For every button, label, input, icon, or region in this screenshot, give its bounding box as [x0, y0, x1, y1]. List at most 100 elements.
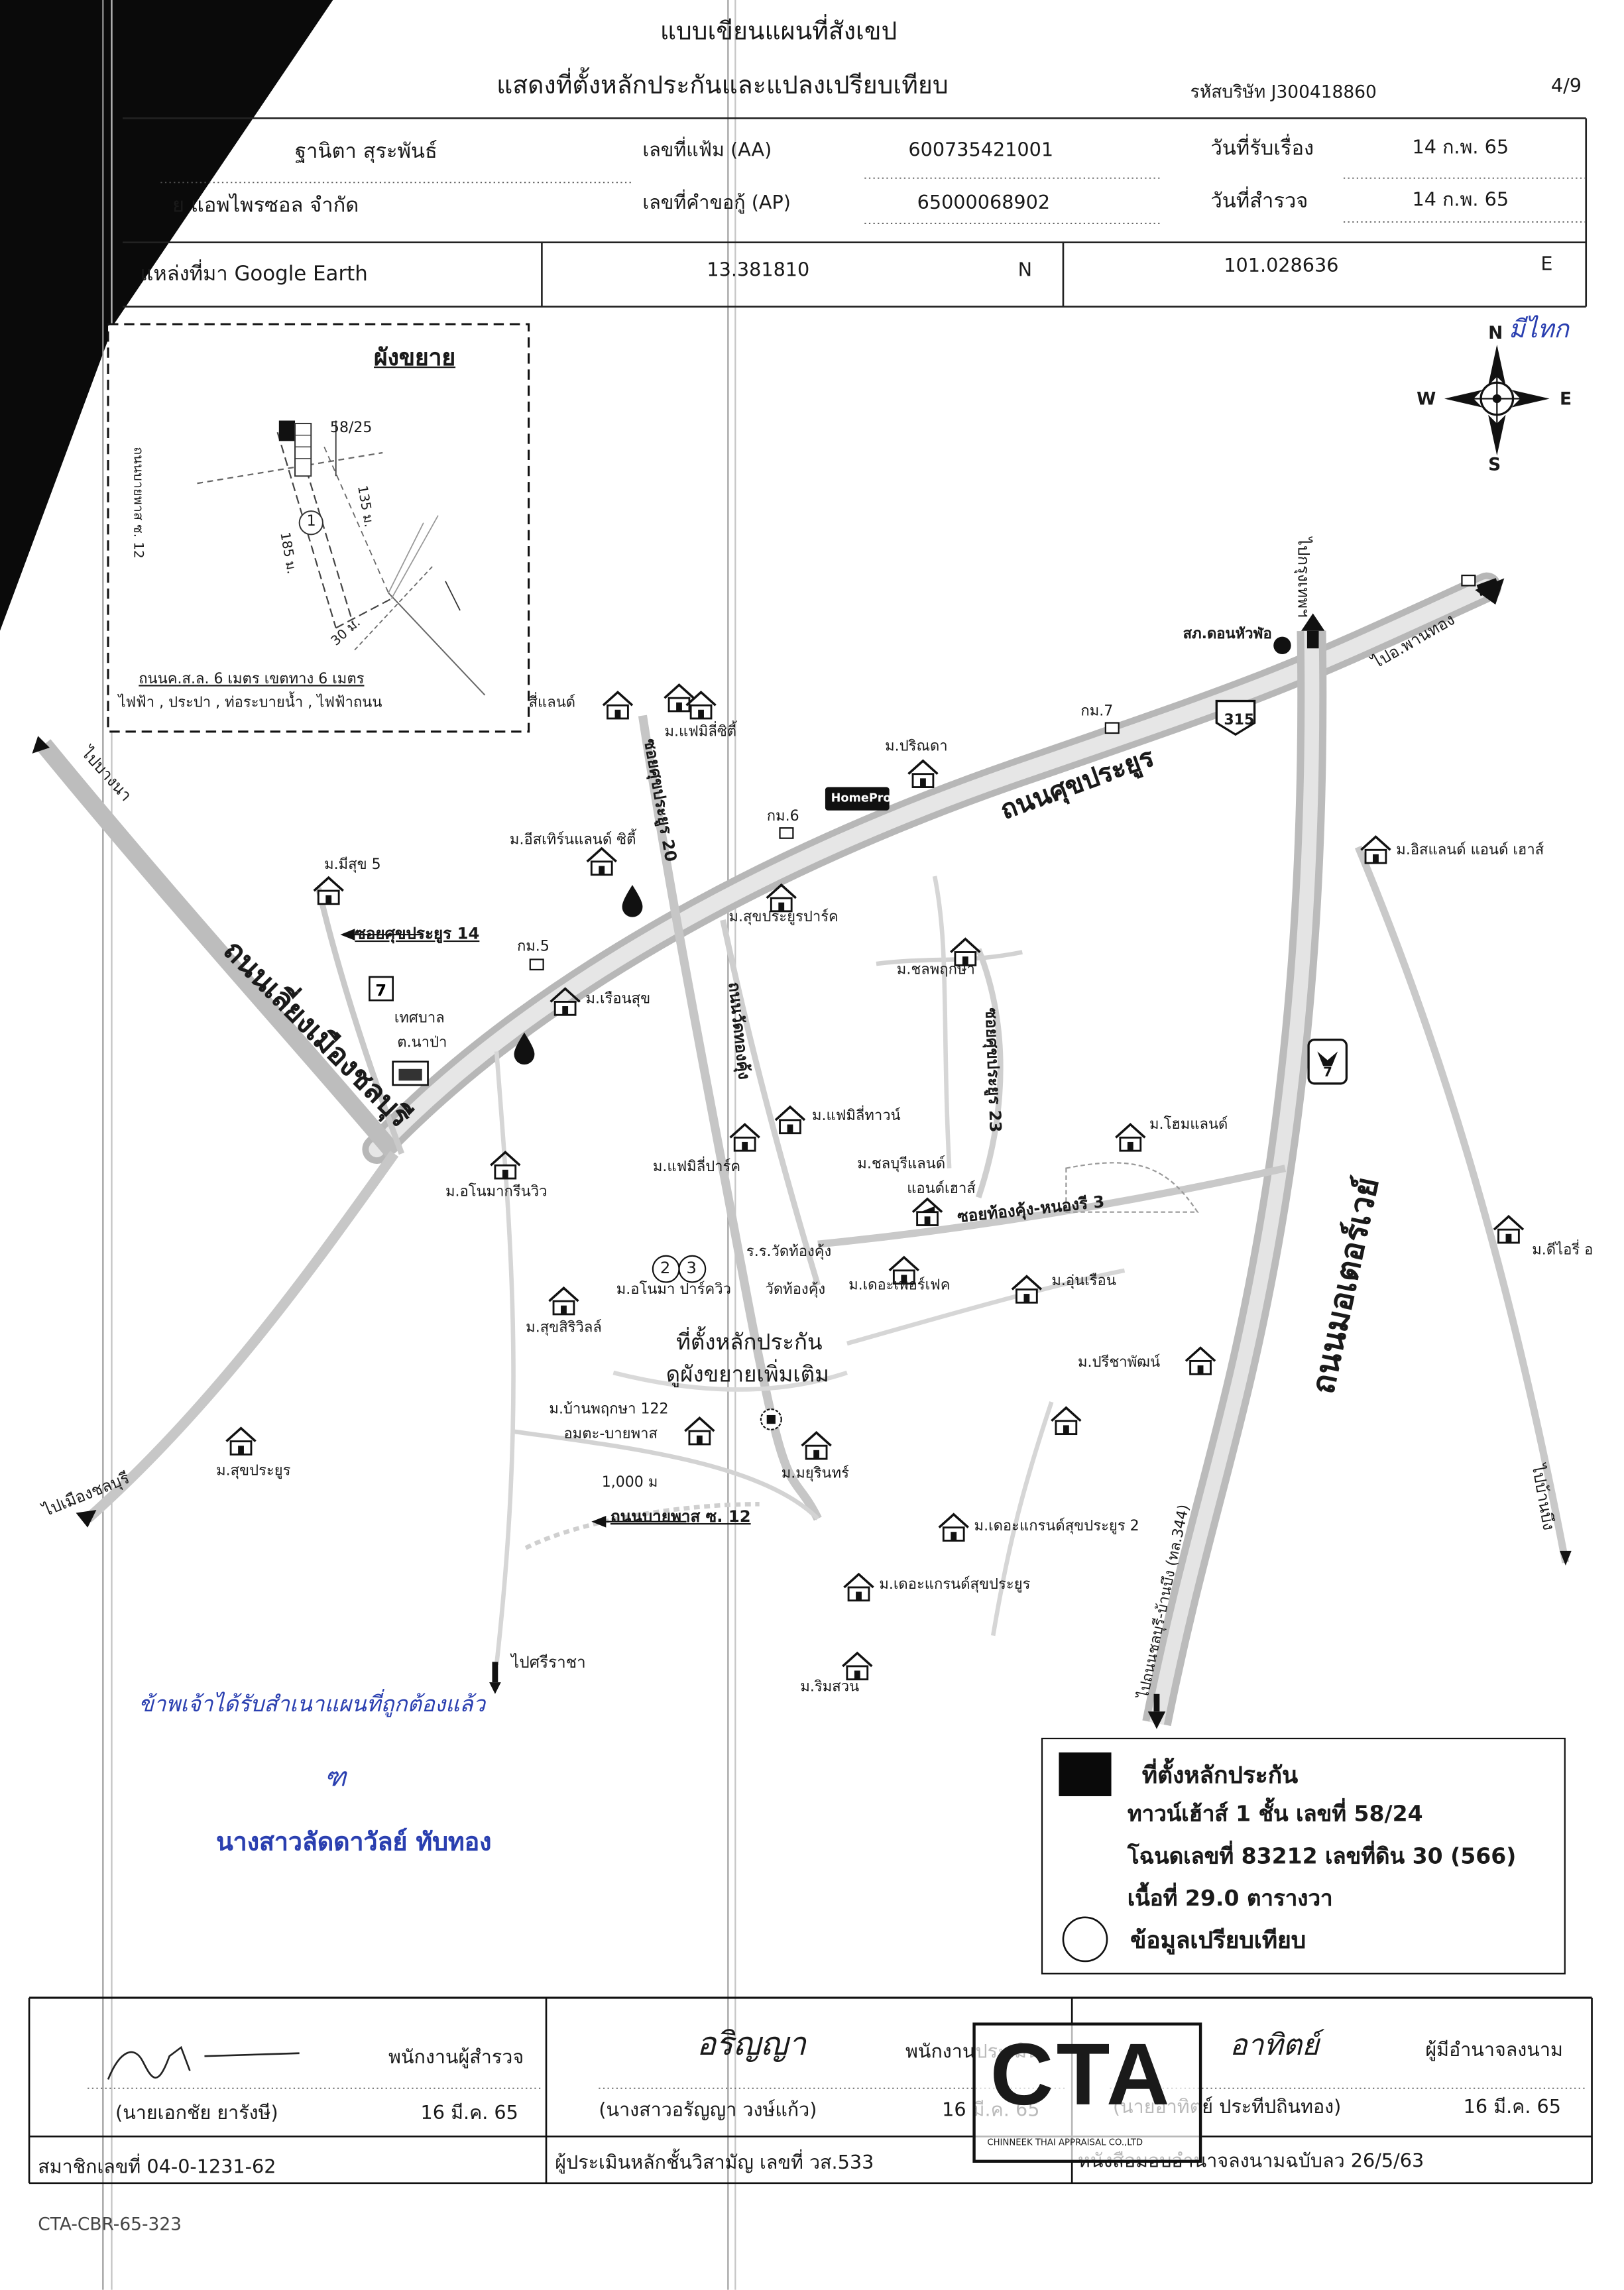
signature-appraiser: อริญญา [696, 2027, 806, 2064]
inset-title: ผังขยาย [374, 343, 456, 371]
scan-crease-left-2 [111, 0, 113, 2290]
label-road-bypass-12: ถนนบายพาส ซ. 12 [610, 1507, 751, 1526]
label-highway-7: 7 [1323, 1066, 1332, 1081]
appraiser-license: ผู้ประเมินหลักชั้นวิสามัญ เลขที่ วส.533 [555, 2152, 874, 2175]
survey-date: 14 ก.พ. 65 [1412, 190, 1509, 212]
label-chonburi-land: ม.ชลบุรีแลนด์ [857, 1156, 946, 1173]
comparison-legend-circle-icon [1062, 1916, 1108, 1963]
label-distance-1000: 1,000 ม [601, 1475, 658, 1491]
homepro-logo-icon [825, 787, 890, 811]
stamped-name: นางสาวลัดดาวัลย์ ทับทอง [216, 1828, 492, 1858]
surveyor-date: 16 มี.ค. 65 [420, 2102, 518, 2125]
svg-text:7: 7 [375, 982, 386, 1000]
appraiser-name: (นางสาวอรัญญา วงษ์แก้ว) [599, 2100, 817, 2122]
comparison-markers [652, 1255, 707, 1283]
latitude-value: 13.381810 [707, 260, 810, 282]
label-home-land: ม.โฮมแลนด์ [1149, 1117, 1228, 1133]
label-sukprayoon-park: ม.สุขประยูรปาร์ค [728, 909, 839, 926]
scan-crease-center [727, 0, 729, 2290]
label-parinda: ม.ปริณดา [885, 738, 948, 756]
legend-line-1: ทาวน์เฮ้าส์ 1 ชั้น เลขที่ 58/24 [1127, 1800, 1423, 1827]
label-temple: วัดท้องคุ้ง [765, 1282, 826, 1298]
stamp-letters: CTA [990, 2025, 1173, 2124]
label-school: ร.ร.วัดท้องคุ้ง [746, 1244, 832, 1261]
received-date: 14 ก.พ. 65 [1412, 137, 1509, 160]
surveyor-name: (นายเอกชัย ยารังษี) [115, 2102, 278, 2125]
document-code: CTA-CBR-65-323 [38, 2214, 182, 2234]
label-to-sriracha: ไปศรีราชา [511, 1653, 586, 1672]
company-stamp: CTA CHINNEEK THAI APPRAISAL CO.,LTD [972, 2022, 1202, 2163]
gas-station-icon-1 [622, 885, 643, 917]
label-sukprayoon-village: ม.สุขประยูร [216, 1463, 291, 1479]
label-d-rit: ม.ดีไอรี่ อ [1532, 1242, 1594, 1259]
label-family-park: ม.แฟมิลี่ปาร์ค [652, 1159, 741, 1176]
label-mayurin: ม.มยุรินทร์ [781, 1466, 849, 1483]
label-chonburi-land-2: แอนด์เฮาส์ [907, 1181, 976, 1198]
label-suksiri: ม.สุขสิริวิลล์ [526, 1320, 602, 1336]
authorized-date: 16 มี.ค. 65 [1463, 2096, 1562, 2119]
label-municipality-2: ต.นาป่า [397, 1035, 447, 1052]
received-label: วันที่รับเรื่อง [1210, 137, 1314, 161]
police-station-icon [1273, 636, 1291, 655]
footer-lines [28, 1996, 1593, 2185]
member-number: สมาชิกเลขที่ 04-0-1231-62 [38, 2157, 276, 2179]
source-label: แหล่งที่มา Google Earth [140, 262, 368, 286]
stamp-company-name: CHINNEEK THAI APPRAISAL CO.,LTD [987, 2138, 1143, 2148]
label-km5: กม.5 [516, 939, 550, 955]
label-ruensuk: ม.เรือนสุข [585, 991, 651, 1008]
label-police-station: สภ.ดอนหัวฬ่อ [1183, 626, 1272, 643]
km-marker-icon-6 [779, 827, 794, 839]
label-see-inset: ดูผังขยายเพิ่มเติม [666, 1361, 829, 1388]
compass-north: N [1488, 322, 1503, 343]
label-island-land: สี่แลนด์ [528, 695, 576, 711]
compass-east: E [1560, 388, 1572, 409]
document-title: แบบเขียนแผนที่สังเขป [660, 17, 898, 47]
legend-line-2: โฉนดเลขที่ 83212 เลขที่ดิน 30 (566) [1127, 1843, 1517, 1870]
inset-road-description: ถนนค.ส.ล. 6 เมตร เขตทาง 6 เมตร [139, 671, 365, 688]
authorized-role: ผู้มีอำนาจลงนาม [1425, 2039, 1563, 2062]
comparison-marker-3: 3 [686, 1259, 697, 1278]
handwritten-initial: ฑ [324, 1762, 347, 1794]
label-the-perfect: ม.เดอะเพอร์เฟค [848, 1277, 951, 1294]
file-no-label: เลขที่แฟ้ม (AA) [642, 140, 772, 162]
label-km6: กม.6 [766, 809, 799, 825]
compass-south: S [1488, 454, 1501, 475]
label-family-town: ม.แฟมิลี่ทาวน์ [812, 1108, 901, 1125]
owner-name: ฐานิตา สุระพันธ์ [295, 140, 437, 164]
municipality-icon [392, 1060, 429, 1086]
legend-collateral-title: ที่ตั้งหลักประกัน [1141, 1761, 1299, 1789]
company-name: ย แอพไพรซอล จำกัด [172, 194, 359, 218]
gas-station-icon-2 [514, 1032, 535, 1065]
km-marker-icon-7 [1104, 722, 1120, 734]
scan-crease-left [102, 0, 104, 2290]
legend-line-3: เนื้อที่ 29.0 ตารางวา [1127, 1885, 1333, 1912]
compass-rose-icon [1444, 344, 1550, 456]
inset-marker-1: 1 [306, 514, 316, 530]
label-island-and-house: ม.อิสแลนด์ แอนด์ เฮาส์ [1396, 842, 1544, 859]
label-preecha: ม.ปรีชาพัฒน์ [1077, 1355, 1161, 1371]
longitude-dir: E [1540, 254, 1553, 276]
label-eastern-land: ม.อีสเทิร์นแลนด์ ซิตี้ [509, 832, 636, 849]
legend-compare: ข้อมูลเปรียบเทียบ [1130, 1926, 1306, 1954]
highway-315-shield-icon [1215, 699, 1256, 736]
label-km7: กม.7 [1080, 703, 1114, 720]
label-ban-phruksa: ม.บ้านพฤกษา 122 [549, 1402, 669, 1418]
document-subtitle: แสดงที่ตั้งหลักประกันและแปลงเปรียบเทียบ [496, 71, 949, 101]
label-amata-bypass: อมตะ-บายพาส [563, 1426, 658, 1443]
label-soi-sukprayoon-14: ซอยศุขประยูร 14 [355, 924, 480, 944]
handwritten-compass-note: มีไทก [1508, 315, 1569, 345]
label-anoma-park: ม.อโนมา ปาร์ควิว [616, 1282, 731, 1298]
comparison-marker-2: 2 [660, 1259, 671, 1278]
label-un-ruen: ม.อุ่นเรือน [1051, 1273, 1116, 1290]
label-rimsuan: ม.ริมสวน [800, 1679, 860, 1695]
inset-utilities: ไฟฟ้า , ประปา , ท่อระบายน้ำ , ไฟฟ้าถนน [118, 695, 382, 711]
label-anomar-green: ม.อโนมากรีนวิว [445, 1184, 548, 1201]
company-code: รหัสบริษัท J300418860 [1190, 82, 1377, 103]
label-municipality: เทศบาล [394, 1010, 445, 1027]
legend-box [1041, 1737, 1566, 1975]
label-collateral-site: ที่ตั้งหลักประกัน [676, 1328, 823, 1355]
compass-west: W [1417, 388, 1436, 409]
km-marker-icon-5 [529, 958, 544, 971]
highway-7-shield-icon [1307, 1039, 1348, 1085]
collateral-legend-square-icon [1059, 1752, 1112, 1796]
